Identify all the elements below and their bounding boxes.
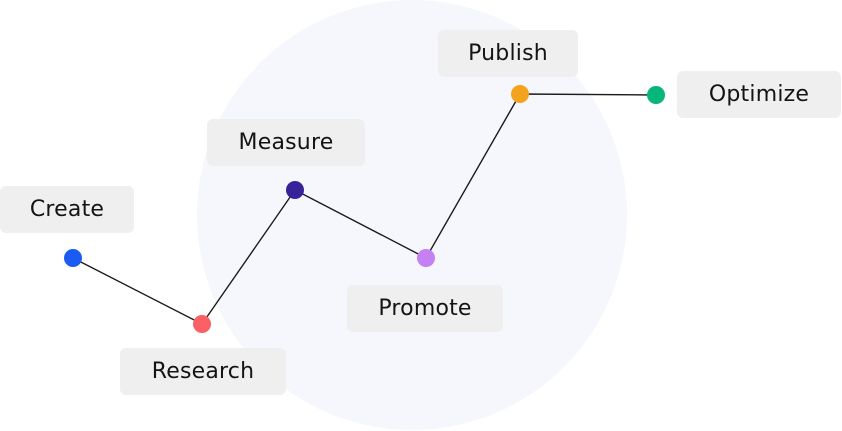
connector-polyline [72, 93, 657, 325]
step-dot-research [193, 315, 211, 333]
step-dot-publish [511, 85, 529, 103]
step-label-optimize: Optimize [677, 71, 841, 118]
step-label-create: Create [0, 186, 134, 233]
step-label-publish: Publish [438, 30, 578, 77]
step-label-measure: Measure [207, 119, 365, 166]
step-dot-promote [417, 249, 435, 267]
step-dot-measure [286, 181, 304, 199]
step-label-research: Research [120, 348, 286, 395]
step-label-promote: Promote [347, 285, 503, 332]
step-dot-optimize [647, 86, 665, 104]
step-dot-create [64, 249, 82, 267]
